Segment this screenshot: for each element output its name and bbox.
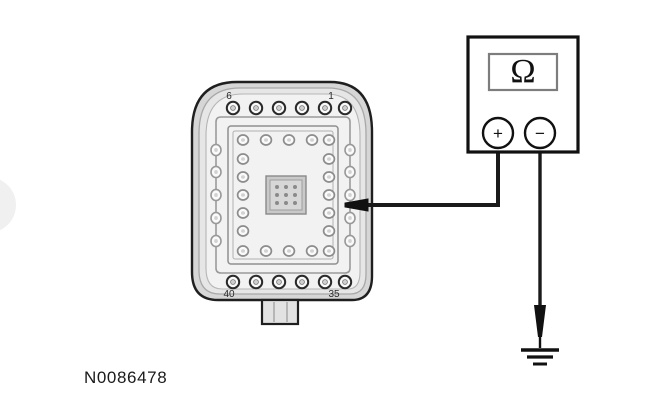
connector-inner-frame (215, 116, 351, 274)
ground-probe-body (534, 305, 546, 337)
figure-caption: N0086478 (84, 368, 168, 387)
pin-field-border (227, 125, 339, 265)
ohm-symbol: Ω (510, 53, 535, 90)
pin-row-outer-top (225, 100, 353, 116)
pin-label-top-right: 1 (328, 91, 334, 102)
test-leads (344, 152, 542, 305)
connector-alignment-tab (260, 298, 300, 326)
ohmmeter: Ω + − (466, 35, 580, 154)
probe-tip (344, 198, 369, 212)
pin-column-inner-left (236, 153, 250, 237)
pin-column-outer-right (344, 143, 356, 248)
pin-row-inner-top (236, 134, 336, 146)
negative-terminal[interactable] (523, 116, 557, 150)
pin-label-bottom-left: 40 (223, 289, 235, 300)
edge-artifact (0, 179, 16, 231)
positive-terminal-label: + (493, 124, 503, 143)
pin-label-bottom-right: 35 (328, 289, 340, 300)
ground-symbol (521, 305, 559, 366)
meter-display (487, 52, 559, 92)
pin-column-outer-left (210, 143, 222, 248)
positive-terminal[interactable] (481, 116, 515, 150)
positive-lead-wire (368, 152, 500, 207)
center-contact-pad (265, 175, 307, 215)
pin-column-inner-right (322, 153, 336, 237)
connector-assembly: 6 1 40 35 (190, 80, 374, 326)
pin-label-top-left: 6 (226, 91, 232, 102)
pin-row-inner-bottom (236, 245, 336, 257)
negative-terminal-label: − (535, 124, 545, 143)
pin-row-outer-bottom (225, 274, 353, 290)
